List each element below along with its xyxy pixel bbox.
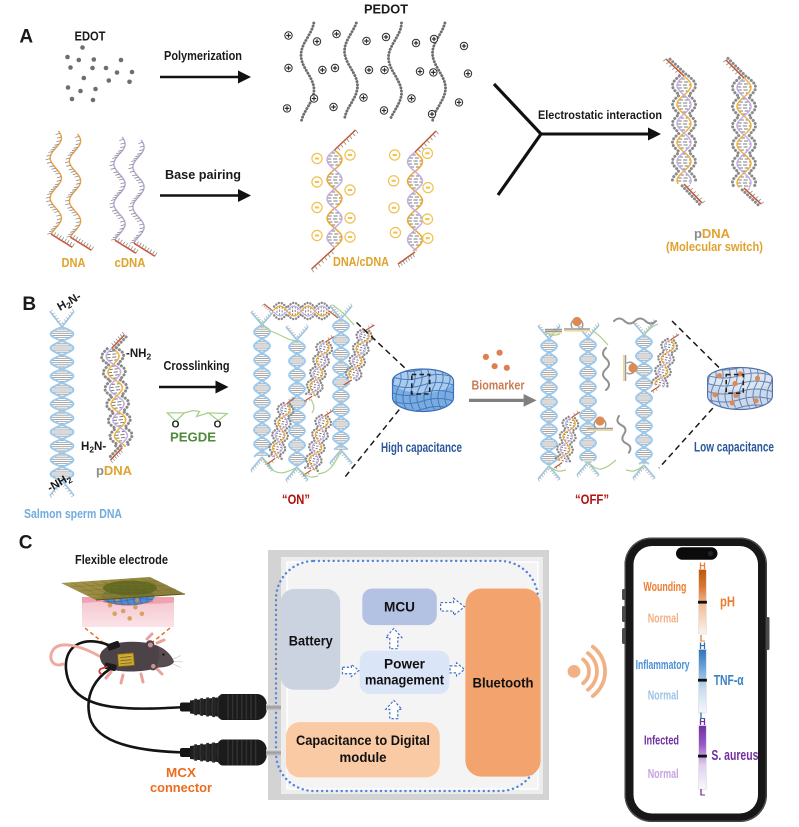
svg-text:MCX: MCX: [166, 765, 196, 780]
svg-text:Capacitance to Digital: Capacitance to Digital: [296, 733, 430, 748]
svg-text:pH: pH: [720, 595, 735, 611]
svg-text:Battery: Battery: [289, 634, 333, 649]
svg-text:MCU: MCU: [384, 600, 415, 615]
svg-text:H: H: [699, 641, 706, 651]
svg-text:Power: Power: [384, 657, 426, 672]
svg-text:TNF-α: TNF-α: [714, 673, 744, 689]
svg-text:PEDOT: PEDOT: [364, 3, 408, 17]
svg-text:Normal: Normal: [648, 689, 679, 703]
svg-text:L: L: [700, 711, 706, 721]
svg-text:B: B: [22, 294, 36, 315]
svg-text:DNA/cDNA: DNA/cDNA: [333, 254, 390, 269]
svg-text:cDNA: cDNA: [115, 255, 147, 270]
svg-text:EDOT: EDOT: [75, 30, 106, 44]
svg-text:PEGDE: PEGDE: [170, 430, 216, 445]
svg-text:H2N-: H2N-: [81, 441, 106, 455]
svg-text:Infected: Infected: [644, 734, 679, 748]
svg-text:Wounding: Wounding: [643, 580, 686, 594]
svg-text:A: A: [19, 27, 33, 48]
svg-text:H: H: [699, 561, 706, 571]
svg-text:Normal: Normal: [648, 767, 679, 781]
svg-text:management: management: [365, 673, 444, 688]
svg-text:Inflammatory: Inflammatory: [636, 658, 690, 672]
svg-text:(Molecular switch): (Molecular switch): [666, 239, 763, 254]
svg-text:Bluetooth: Bluetooth: [473, 676, 534, 691]
svg-text:L: L: [700, 788, 706, 798]
svg-text:High capacitance: High capacitance: [381, 440, 462, 455]
svg-text:S. aureus: S. aureus: [711, 748, 758, 764]
svg-text:pDNA: pDNA: [96, 463, 133, 478]
svg-text:C: C: [19, 532, 33, 553]
svg-text:O: O: [214, 420, 222, 431]
svg-text:pDNA: pDNA: [694, 226, 731, 241]
svg-text:Base pairing: Base pairing: [165, 168, 241, 182]
svg-text:Biomarker: Biomarker: [472, 379, 525, 393]
svg-text:L: L: [700, 634, 706, 644]
svg-text:connector: connector: [150, 780, 212, 795]
svg-text:Polymerization: Polymerization: [164, 49, 242, 63]
svg-text:-NH2: -NH2: [126, 348, 151, 362]
svg-text:Flexible electrode: Flexible electrode: [75, 552, 168, 567]
svg-text:“ON”: “ON”: [282, 492, 310, 507]
svg-text:module: module: [340, 750, 387, 765]
svg-text:“OFF”: “OFF”: [575, 492, 609, 507]
svg-text:O: O: [172, 420, 180, 431]
svg-text:Low capacitance: Low capacitance: [694, 440, 774, 455]
svg-text:Electrostatic interaction: Electrostatic interaction: [538, 108, 662, 122]
svg-text:Salmon sperm DNA: Salmon sperm DNA: [24, 506, 122, 521]
svg-text:Normal: Normal: [648, 612, 679, 626]
svg-text:DNA: DNA: [62, 255, 87, 270]
svg-text:H: H: [699, 717, 706, 727]
svg-text:Crosslinking: Crosslinking: [164, 359, 230, 373]
